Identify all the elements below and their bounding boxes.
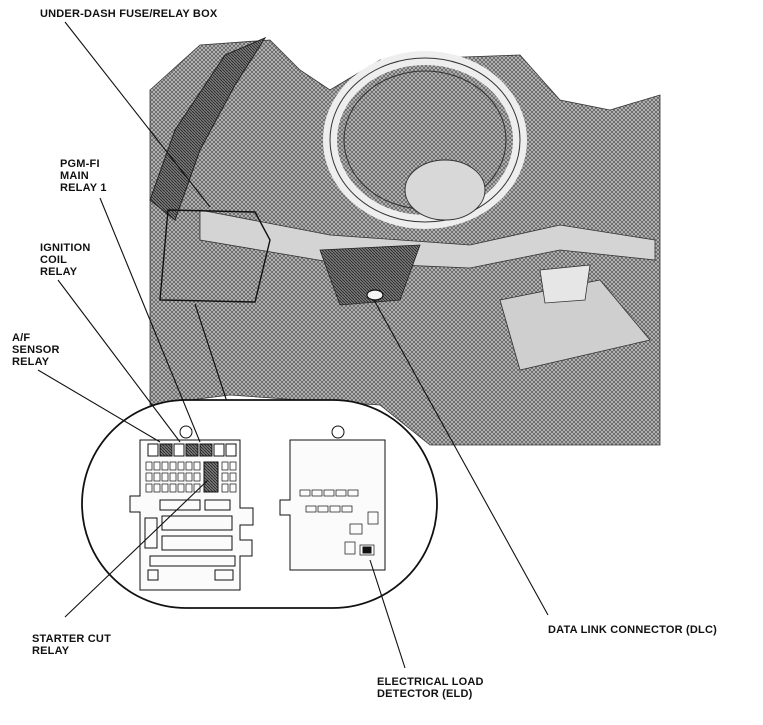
leader-dlc — [373, 299, 549, 616]
leader-starter-cut — [64, 479, 209, 618]
under-dash-fuse-relay-box — [129, 425, 254, 591]
label-line: ELECTRICAL LOAD — [377, 676, 484, 688]
label-line: COIL — [40, 254, 68, 266]
label-line: MAIN — [60, 170, 89, 182]
label-ignition-coil-relay: IGNITION COIL RELAY — [40, 242, 91, 278]
label-line: STARTER CUT — [32, 633, 111, 645]
leader-af-sensor — [37, 369, 161, 443]
dashboard-photo — [149, 36, 661, 446]
label-under-dash-fuse-relay-box: UNDER-DASH FUSE/RELAY BOX — [40, 8, 218, 20]
label-electrical-load-detector: ELECTRICAL LOAD DETECTOR (ELD) — [377, 676, 484, 700]
label-line: DETECTOR (ELD) — [377, 688, 473, 700]
steering-wheel-shape — [323, 51, 527, 229]
label-pgm-fi-main-relay-1: PGM-FI MAIN RELAY 1 — [60, 158, 107, 194]
leader-eld — [369, 559, 406, 669]
label-line: SENSOR — [12, 344, 60, 356]
label-line: RELAY — [40, 266, 78, 278]
leader-ignition-coil — [57, 279, 181, 443]
fuse-box-location-outline — [159, 209, 271, 303]
dlc-location-marker — [366, 289, 384, 301]
label-line: PGM-FI — [60, 158, 100, 170]
leader-under-dash-box — [64, 21, 211, 208]
leader-lines — [37, 21, 549, 669]
eld-box — [279, 425, 386, 571]
label-line: A/F — [12, 332, 31, 344]
leader-pgm-fi — [99, 197, 201, 443]
label-line: RELAY — [32, 645, 70, 657]
label-data-link-connector: DATA LINK CONNECTOR (DLC) — [548, 624, 717, 636]
label-line: RELAY 1 — [60, 182, 107, 194]
label-af-sensor-relay: A/F SENSOR RELAY — [12, 332, 60, 368]
label-starter-cut-relay: STARTER CUT RELAY — [32, 633, 111, 657]
label-line: RELAY — [12, 356, 50, 368]
label-line: IGNITION — [40, 242, 91, 254]
detail-connector-line — [194, 303, 229, 406]
